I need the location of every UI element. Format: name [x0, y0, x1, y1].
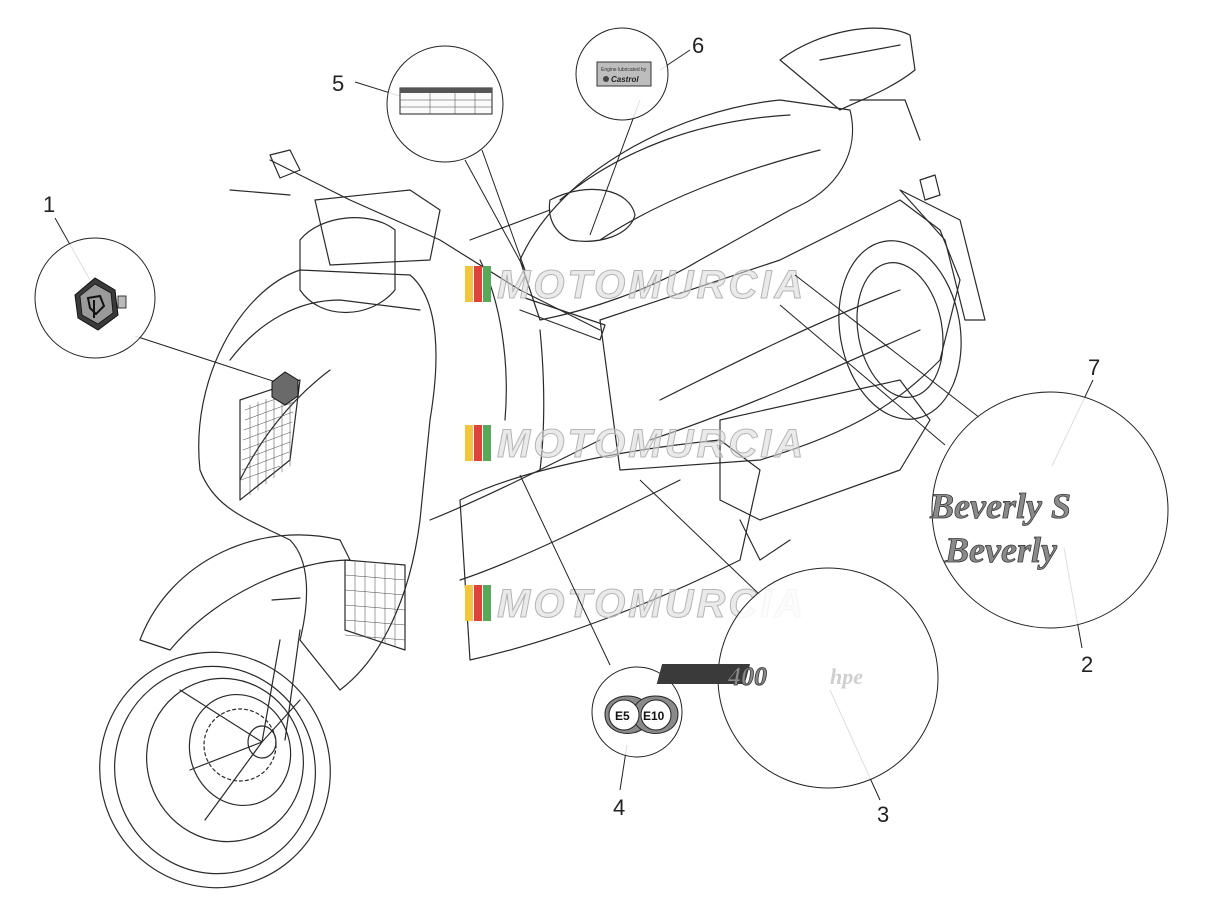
watermark-1: MOTOMURCIA	[465, 263, 806, 308]
watermark-text-1: MOTOMURCIA	[497, 263, 806, 307]
front-badge-icon	[271, 371, 299, 406]
exhaust	[719, 379, 931, 521]
front-fender	[139, 534, 351, 651]
beverly-logo: Beverly	[944, 530, 1058, 570]
fuel-label: E5 E10	[604, 695, 679, 734]
hpe-suffix-text: hpe	[830, 664, 863, 689]
castrol-brand-text: Castrol	[611, 75, 639, 84]
e10-text: E10	[643, 709, 665, 723]
hpe-number-text: 400	[727, 662, 767, 691]
callout-circles	[34, 27, 1169, 789]
callout-number-1: 1	[43, 192, 55, 217]
front-shield	[198, 269, 437, 691]
rear-rack	[779, 27, 916, 111]
rear-wheel	[838, 240, 962, 420]
tyre-pressure-label	[399, 87, 493, 115]
watermark-group: MOTOMURCIA MOTOMURCIA MOTOMURCIA	[465, 263, 806, 627]
side-grille	[344, 559, 406, 651]
seat	[519, 99, 854, 321]
mirror-right	[469, 188, 636, 242]
hpe-logo: 400 hpe	[656, 662, 863, 691]
beverly-s-logo: Beverly S	[929, 486, 1071, 526]
callout-numbers: 1 5 6 7 2 3 4	[43, 33, 1100, 827]
callout-number-3: 3	[877, 802, 889, 827]
watermark-2: MOTOMURCIA	[465, 422, 806, 467]
floorboard	[459, 439, 761, 661]
castrol-label: Engine lubricated by Castrol	[596, 61, 652, 87]
e5-text: E5	[615, 709, 630, 723]
scooter-drawing	[99, 27, 986, 889]
rear-body	[599, 199, 961, 471]
rear-plate-holder	[899, 189, 986, 321]
piaggio-badge-icon	[74, 277, 127, 331]
callout-number-4: 4	[613, 795, 625, 820]
callout-number-7: 7	[1088, 355, 1100, 380]
callout-circle-2-7	[931, 391, 1169, 629]
headlight	[299, 217, 396, 314]
front-wheel	[99, 651, 331, 889]
front-fork	[261, 597, 301, 743]
castrol-line1-text: Engine lubricated by	[601, 67, 647, 73]
watermark-text-2: MOTOMURCIA	[497, 422, 806, 466]
callout-number-5: 5	[332, 71, 344, 96]
callout-number-6: 6	[692, 33, 704, 58]
callout-number-2: 2	[1081, 652, 1093, 677]
